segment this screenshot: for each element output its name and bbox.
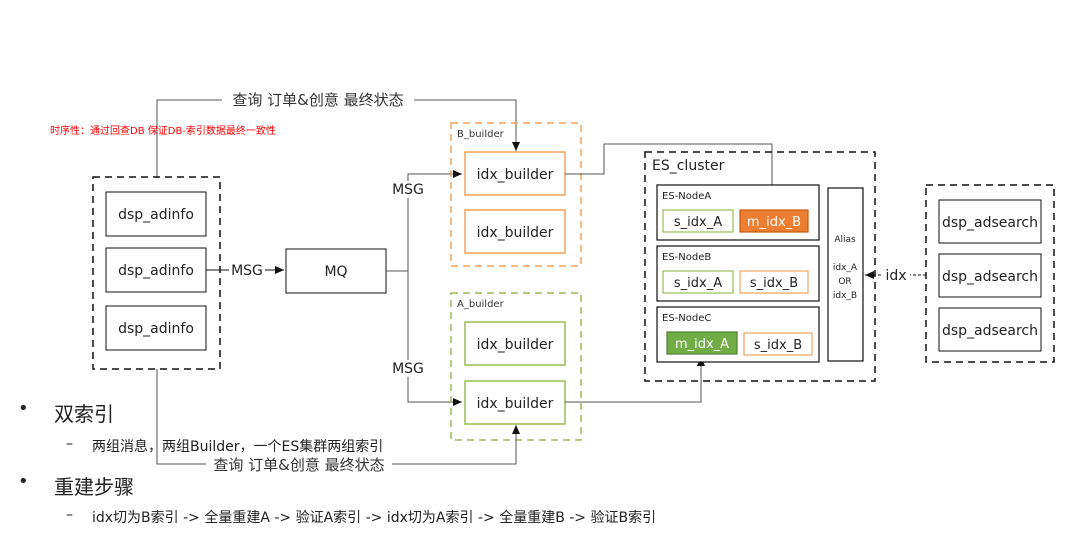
dsp-adinfo-box-1[interactable]: [105, 191, 207, 237]
b-idx-builder-1[interactable]: [464, 151, 566, 196]
es-node-c-right-index-label: s_idx_B: [754, 338, 802, 353]
query-top-label-bg: [222, 90, 414, 110]
es-node-c-left-index-label: m_idx_A: [675, 337, 729, 352]
bullet-dash-2: –: [66, 507, 73, 523]
b-builder-title: B_builder: [457, 129, 505, 140]
timing-note: 时序性：通过回查DB 保证DB-索引数据最终一致性: [50, 124, 276, 137]
dsp-adinfo-label-3: dsp_adinfo: [118, 321, 194, 337]
es-node-a-name: ES-NodeA: [662, 191, 711, 202]
bullet-dot-1: •: [18, 398, 29, 419]
dsp-adsearch-label-3: dsp_adsearch: [942, 323, 1038, 339]
msg-a-label: MSG: [392, 361, 424, 377]
dsp-adinfo-label-2: dsp_adinfo: [118, 263, 194, 279]
bullet-sub-1: 两组消息，两组Builder，一个ES集群两组索引: [92, 439, 384, 455]
dsp-adinfo-group: [92, 176, 221, 370]
idx-label-bg: [882, 267, 910, 283]
query-bottom-label-bg: [206, 455, 392, 474]
es-node-b-name: ES-NodeB: [662, 252, 711, 263]
dsp-adinfo-label-1: dsp_adinfo: [118, 207, 194, 223]
dsp-adsearch-label-2: dsp_adsearch: [942, 269, 1038, 285]
es-node-b-left-index-label: s_idx_A: [674, 276, 722, 291]
dsp-adsearch-group: [925, 184, 1055, 363]
es-node-b-left-index[interactable]: [662, 270, 734, 294]
es-cluster-group: [644, 151, 876, 382]
b-idx-builder-2[interactable]: [464, 209, 566, 254]
alias-line-1: idx_A: [833, 263, 858, 273]
es-node-c-name: ES-NodeC: [662, 313, 711, 324]
alias-line-2: OR: [838, 277, 851, 287]
msg-b-label: MSG: [392, 182, 424, 198]
query-top-label: 查询 订单&创意 最终状态: [232, 91, 403, 109]
bullet-section: • 双索引 – 两组消息，两组Builder，一个ES集群两组索引 • 重建步骤…: [0, 392, 1080, 560]
a-idx-builder-1[interactable]: [464, 321, 566, 366]
es-node-a-right-index-label: m_idx_B: [747, 215, 801, 230]
dsp-adsearch-box-3[interactable]: [938, 307, 1042, 352]
builder-to-es-connector: [565, 143, 776, 403]
dsp-adinfo-box-3[interactable]: [105, 305, 207, 351]
msg-to-mq-label-bg: [229, 262, 265, 279]
a-idx-builder-2-label: idx_builder: [477, 396, 554, 412]
alias-box[interactable]: [827, 187, 864, 362]
a-builder-title: A_builder: [457, 299, 505, 310]
b-idx-builder-2-label: idx_builder: [477, 225, 554, 241]
mq-fanout-connector: [386, 170, 462, 406]
es-node-a-right-index[interactable]: [739, 209, 809, 233]
es-node-c-left-index[interactable]: [666, 331, 738, 355]
msg-a-label-bg: [390, 360, 426, 377]
es-node-a-left-index[interactable]: [662, 209, 734, 233]
msg-b-label-bg: [390, 181, 426, 198]
mq-box[interactable]: [285, 248, 387, 294]
query-bottom-label: 查询 订单&创意 最终状态: [213, 456, 384, 474]
es-node-b-right-index-label: s_idx_B: [750, 276, 798, 291]
bullet-dash-1: –: [66, 436, 73, 452]
bullet-item-2: 重建步骤: [54, 475, 134, 499]
bullet-sub-2: idx切为B索引 -> 全量重建A -> 验证A索引 -> idx切为A索引 -…: [92, 510, 657, 526]
b-idx-builder-1-label: idx_builder: [477, 167, 554, 183]
es-node-c-right-index[interactable]: [743, 332, 813, 356]
dsp-adsearch-label-1: dsp_adsearch: [942, 215, 1038, 231]
bullet-item-1: 双索引: [54, 402, 114, 426]
alias-line-3: idx_B: [833, 291, 857, 301]
dsp-adsearch-box-1[interactable]: [938, 199, 1042, 244]
a-idx-builder-1-label: idx_builder: [477, 337, 554, 353]
mq-label: MQ: [324, 264, 347, 280]
es-node-a-left-index-label: s_idx_A: [674, 215, 722, 230]
dsp-adsearch-box-2[interactable]: [938, 253, 1042, 298]
bullet-dot-2: •: [18, 471, 29, 492]
msg-to-mq-label: MSG: [231, 263, 263, 279]
b-builder-group: [450, 122, 582, 267]
es-node-b-right-index[interactable]: [739, 270, 809, 294]
es-cluster-title: ES_cluster: [652, 158, 725, 174]
idx-label: idx: [885, 268, 906, 284]
alias-title: Alias: [834, 235, 856, 245]
